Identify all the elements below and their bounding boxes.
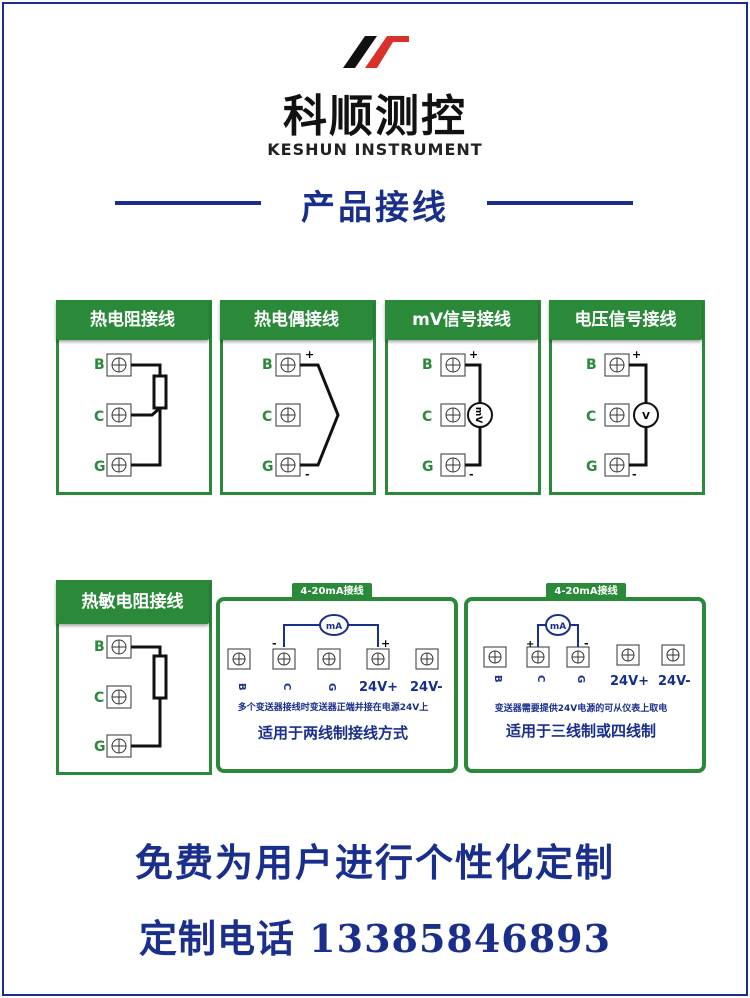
terminal-label-g: G bbox=[575, 675, 586, 683]
terminal-screw-icon bbox=[227, 648, 251, 670]
minus-sign: - bbox=[632, 468, 637, 481]
terminal-label-g: G bbox=[326, 683, 337, 691]
card-rtd-title: 热电阻接线 bbox=[56, 300, 209, 340]
terminal-screw-icon bbox=[440, 353, 466, 377]
ma-meter-icon bbox=[319, 614, 349, 636]
terminal-screw-icon bbox=[272, 648, 296, 670]
terminal-label-c: C bbox=[586, 409, 597, 425]
resistor-icon bbox=[152, 374, 168, 410]
terminal-screw-icon bbox=[106, 353, 132, 377]
terminal-label-c: C bbox=[422, 409, 433, 425]
v-plus-label: 24V+ bbox=[610, 674, 649, 689]
terminal-label-c: C bbox=[94, 690, 105, 706]
terminal-label-b: B bbox=[586, 357, 597, 373]
panel-two-wire-tag: 4-20mA接线 bbox=[292, 583, 372, 600]
terminal-label-c: C bbox=[281, 683, 292, 690]
plus-sign: + bbox=[632, 348, 642, 361]
terminal-screw-icon bbox=[275, 403, 301, 427]
resistor-icon bbox=[152, 654, 168, 700]
meter-icon bbox=[633, 402, 659, 428]
card-mv-signal-title: mV信号接线 bbox=[385, 300, 538, 340]
terminal-screw-icon bbox=[566, 646, 590, 668]
plus-sign: + bbox=[526, 639, 534, 650]
ma-meter-label: mA bbox=[326, 622, 342, 632]
card-thermocouple-title: 热电偶接线 bbox=[220, 300, 373, 340]
terminal-label-b: B bbox=[236, 683, 247, 691]
terminal-screw-icon bbox=[440, 403, 466, 427]
terminal-label-b: B bbox=[94, 357, 105, 373]
customization-phone[interactable]: 定制电话 13385846893 bbox=[138, 916, 612, 961]
terminal-screw-icon bbox=[661, 644, 685, 666]
terminal-label-g: G bbox=[262, 459, 274, 475]
terminal-screw-icon bbox=[106, 403, 132, 427]
title-rule-left bbox=[115, 201, 261, 205]
minus-sign: - bbox=[584, 637, 589, 650]
meter-label: mV bbox=[473, 407, 483, 423]
brand-name-en: KESHUN INSTRUMENT bbox=[267, 140, 483, 159]
plus-sign: + bbox=[469, 348, 479, 361]
card-voltage-signal-title: 电压信号接线 bbox=[549, 300, 702, 340]
terminal-screw-icon bbox=[275, 353, 301, 377]
terminal-screw-icon bbox=[604, 353, 630, 377]
v-minus-label: 24V- bbox=[658, 674, 691, 689]
ma-meter-icon bbox=[545, 614, 571, 636]
two-wire-diagram: mA - + B C G 24V+ 24V- bbox=[227, 614, 443, 695]
panel-three-four-wire-caption: 适用于三线制或四线制 bbox=[505, 722, 656, 740]
terminal-label-b: B bbox=[422, 357, 433, 373]
terminal-label-g: G bbox=[422, 459, 434, 475]
rtd-wiring-diagram bbox=[106, 353, 168, 477]
terminal-screw-icon bbox=[483, 646, 507, 668]
terminal-screw-icon bbox=[526, 646, 550, 668]
terminal-label-c: C bbox=[94, 409, 105, 425]
plus-sign: + bbox=[305, 348, 315, 361]
terminal-screw-icon bbox=[275, 453, 301, 477]
ma-meter-label: mA bbox=[550, 622, 566, 632]
terminal-screw-icon bbox=[317, 648, 341, 670]
terminal-label-g: G bbox=[94, 459, 106, 475]
terminal-label-b: B bbox=[94, 639, 105, 655]
thermistor-wiring-diagram bbox=[106, 635, 168, 758]
brand-name: 科顺测控 bbox=[283, 91, 467, 142]
terminal-label-g: G bbox=[94, 739, 106, 755]
terminal-screw-icon bbox=[604, 453, 630, 477]
terminal-label-c: C bbox=[535, 675, 546, 682]
mv-wiring-diagram: mV bbox=[440, 353, 493, 477]
title-rule-right bbox=[487, 201, 633, 205]
thermocouple-wiring-diagram bbox=[275, 353, 340, 477]
terminal-screw-icon bbox=[366, 648, 390, 670]
three-four-wire-diagram: mA + - B C G 24V+ 24V- bbox=[483, 614, 691, 689]
terminal-label-g: G bbox=[586, 459, 598, 475]
voltage-wiring-diagram: V bbox=[604, 353, 659, 477]
plus-sign: + bbox=[381, 637, 390, 650]
terminal-screw-icon bbox=[604, 403, 630, 427]
terminal-screw-icon bbox=[106, 685, 132, 709]
terminal-label-b: B bbox=[492, 675, 503, 683]
card-thermistor-title: 热敏电阻接线 bbox=[56, 580, 209, 624]
v-plus-label: 24V+ bbox=[359, 680, 398, 695]
terminal-screw-icon bbox=[616, 644, 640, 666]
terminal-label-b: B bbox=[262, 357, 273, 373]
terminal-screw-icon bbox=[415, 648, 439, 670]
minus-sign: - bbox=[272, 637, 277, 650]
panel-three-four-wire-note: 变送器需要提供24V电源的可从仪表上取电 bbox=[494, 704, 668, 714]
v-minus-label: 24V- bbox=[410, 680, 443, 695]
panel-three-four-wire-tag: 4-20mA接线 bbox=[546, 583, 626, 600]
section-title: 产品接线 bbox=[301, 188, 449, 228]
customization-slogan: 免费为用户进行个性化定制 bbox=[134, 841, 615, 885]
panel-two-wire-caption: 适用于两线制接线方式 bbox=[257, 724, 408, 742]
terminal-label-c: C bbox=[262, 409, 273, 425]
ks-logo-icon bbox=[343, 36, 409, 68]
minus-sign: - bbox=[305, 468, 310, 481]
panel-two-wire-note: 多个变送器接线时变送器正端并接在电源24V上 bbox=[237, 703, 429, 713]
terminal-screw-icon bbox=[106, 453, 132, 477]
minus-sign: - bbox=[469, 468, 474, 481]
meter-icon bbox=[467, 402, 493, 428]
terminal-screw-icon bbox=[440, 453, 466, 477]
meter-label: V bbox=[642, 411, 650, 422]
terminal-screw-icon bbox=[106, 734, 132, 758]
terminal-screw-icon bbox=[106, 635, 132, 659]
